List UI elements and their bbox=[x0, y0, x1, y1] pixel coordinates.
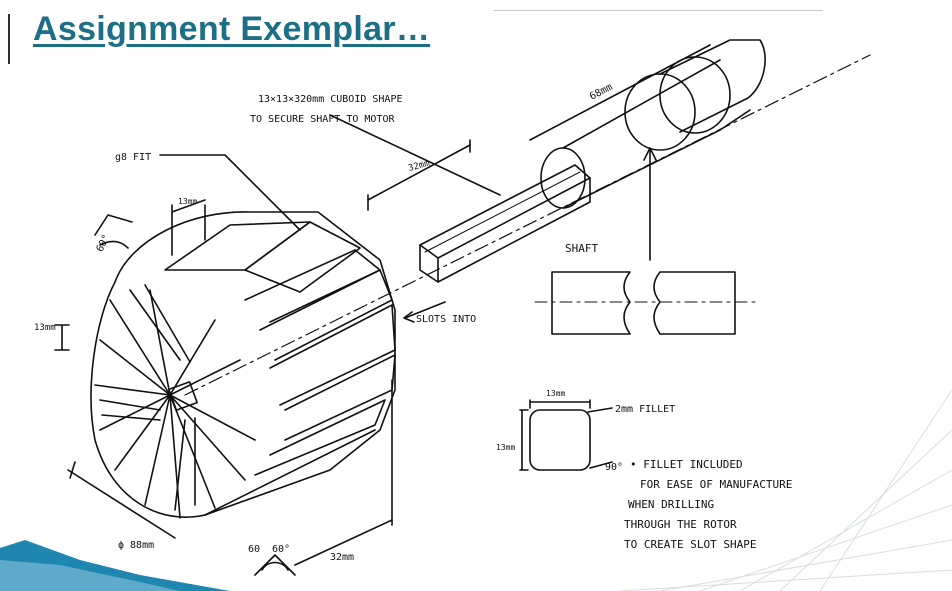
centre-line bbox=[184, 54, 871, 396]
title-left-rule bbox=[8, 14, 10, 64]
fillet-dim-top-label: 13mm bbox=[546, 389, 565, 398]
corner-decoration-lines bbox=[619, 389, 952, 591]
angle-90-label: 90° bbox=[605, 462, 623, 473]
slide-title: Assignment Exemplar… bbox=[33, 10, 431, 48]
angle-60-label: 60° bbox=[95, 233, 113, 254]
angle-60a-label: 60 bbox=[248, 544, 260, 555]
dia-88-label: ϕ 88mm bbox=[118, 540, 154, 551]
note-line-4: THROUGH THE ROTOR bbox=[624, 518, 737, 531]
cuboid-key bbox=[419, 164, 591, 283]
dim-32-bottom-label: 32mm bbox=[330, 552, 354, 563]
slots-into-label: SLOTS INTO bbox=[416, 314, 476, 325]
cuboid-label-line1: 13×13×320mm CUBOID SHAPE bbox=[258, 94, 403, 105]
note-line-1: • FILLET INCLUDED bbox=[630, 458, 743, 471]
dim-13-left-label: 13mm bbox=[34, 323, 56, 333]
fillet-label: 2mm FILLET bbox=[615, 404, 675, 415]
angle-60b-label: 60° bbox=[272, 544, 290, 555]
dim-68-label: 68mm bbox=[588, 82, 614, 103]
dim-13-small-label: 13mm bbox=[178, 197, 197, 206]
shaft-drawing bbox=[540, 39, 766, 209]
note-line-5: TO CREATE SLOT SHAPE bbox=[624, 538, 756, 551]
top-divider bbox=[493, 10, 823, 11]
corner-accent-light bbox=[0, 560, 180, 591]
shaft-side-view bbox=[534, 271, 761, 335]
rotor-drawing bbox=[90, 211, 396, 519]
cuboid-label-line2: TO SECURE SHAFT TO MOTOR bbox=[250, 114, 395, 125]
note-line-3: WHEN DRILLING bbox=[628, 498, 714, 511]
shaft-label: SHAFT bbox=[565, 242, 598, 255]
fit-label: g8 FIT bbox=[115, 152, 151, 163]
note-line-2: FOR EASE OF MANUFACTURE bbox=[640, 478, 792, 491]
fillet-detail bbox=[519, 399, 613, 471]
fillet-dim-side-label: 13mm bbox=[496, 443, 515, 452]
